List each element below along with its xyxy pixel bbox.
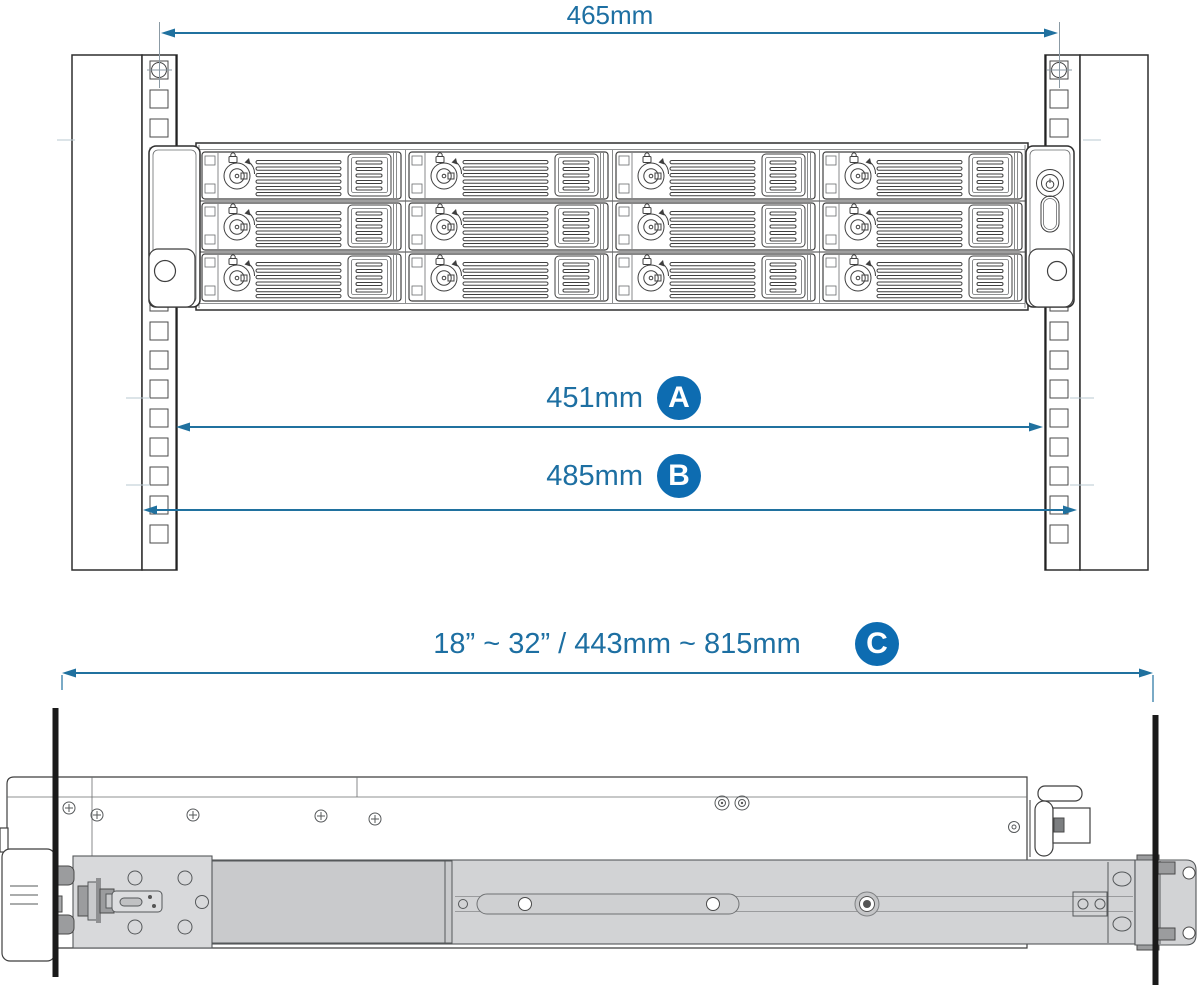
- rack-hole: [1049, 321, 1069, 341]
- rack-hole: [1049, 118, 1069, 138]
- rack-post-rear: [1152, 715, 1159, 985]
- rack-hole: [149, 437, 169, 457]
- badge-b: B: [657, 454, 701, 498]
- drive-tray: [408, 202, 609, 251]
- rack-hole: [149, 350, 169, 370]
- slide-rail: [41, 854, 1197, 951]
- drive-tray: [822, 253, 1023, 302]
- rack-hole: [149, 321, 169, 341]
- dimension-arrow-b: [143, 505, 1077, 515]
- rear-latch-hardware: [1029, 785, 1091, 857]
- rack-hole: [149, 89, 169, 109]
- drive-tray: [201, 151, 402, 200]
- rear-rail-bracket: [1134, 854, 1197, 951]
- rack-hole: [1049, 466, 1069, 486]
- dimension-465-label: 465mm: [566, 0, 654, 30]
- badge-c: C: [855, 622, 899, 666]
- rack-hole: [149, 524, 169, 544]
- rail-side-view: [0, 668, 1197, 985]
- dimension-arrow-c: [61, 668, 1154, 702]
- rack-post-left: [71, 54, 178, 571]
- dimension-c-label: 18” ~ 32” / 443mm ~ 815mm: [433, 628, 801, 660]
- rack-hole: [149, 379, 169, 399]
- drive-tray: [615, 202, 816, 251]
- drive-tray: [822, 202, 1023, 251]
- dimension-arrow-a: [176, 422, 1043, 432]
- rack-hole: [149, 408, 169, 428]
- front-bezel: [0, 827, 56, 962]
- rack-hole: [149, 466, 169, 486]
- right-mount-ear: [1025, 145, 1075, 308]
- rack-hole: [1049, 408, 1069, 428]
- drive-tray: [822, 151, 1023, 200]
- drive-tray: [201, 253, 402, 302]
- rack-hole: [1049, 89, 1069, 109]
- left-mount-ear: [148, 145, 201, 308]
- rack-hole: [1049, 379, 1069, 399]
- drive-tray: [408, 253, 609, 302]
- rail-latch: [77, 878, 163, 923]
- led-indicator: [1040, 195, 1060, 233]
- rail-bearing: [854, 891, 880, 917]
- drive-tray: [408, 151, 609, 200]
- nas-unit: [148, 142, 1075, 311]
- rack-front-view: [57, 22, 1149, 571]
- dimension-arrow-465: [161, 28, 1058, 38]
- ear-screw-hole: [1046, 260, 1068, 282]
- dimension-a-label: 451mm: [546, 382, 643, 414]
- rail-slot: [476, 893, 740, 915]
- rack-post-right: [1044, 54, 1149, 571]
- screw-icon: [62, 795, 1020, 833]
- badge-a: A: [657, 376, 701, 420]
- drive-tray: [615, 151, 816, 200]
- rack-post-front: [52, 708, 59, 977]
- rack-hole: [1049, 350, 1069, 370]
- rack-hole: [1049, 437, 1069, 457]
- ear-screw-hole: [153, 259, 177, 283]
- dimension-guides: [57, 22, 1101, 486]
- drive-tray: [615, 253, 816, 302]
- rack-hole: [149, 118, 169, 138]
- dimension-b-label: 485mm: [546, 460, 643, 492]
- rack-hole: [1049, 524, 1069, 544]
- drive-tray: [201, 202, 402, 251]
